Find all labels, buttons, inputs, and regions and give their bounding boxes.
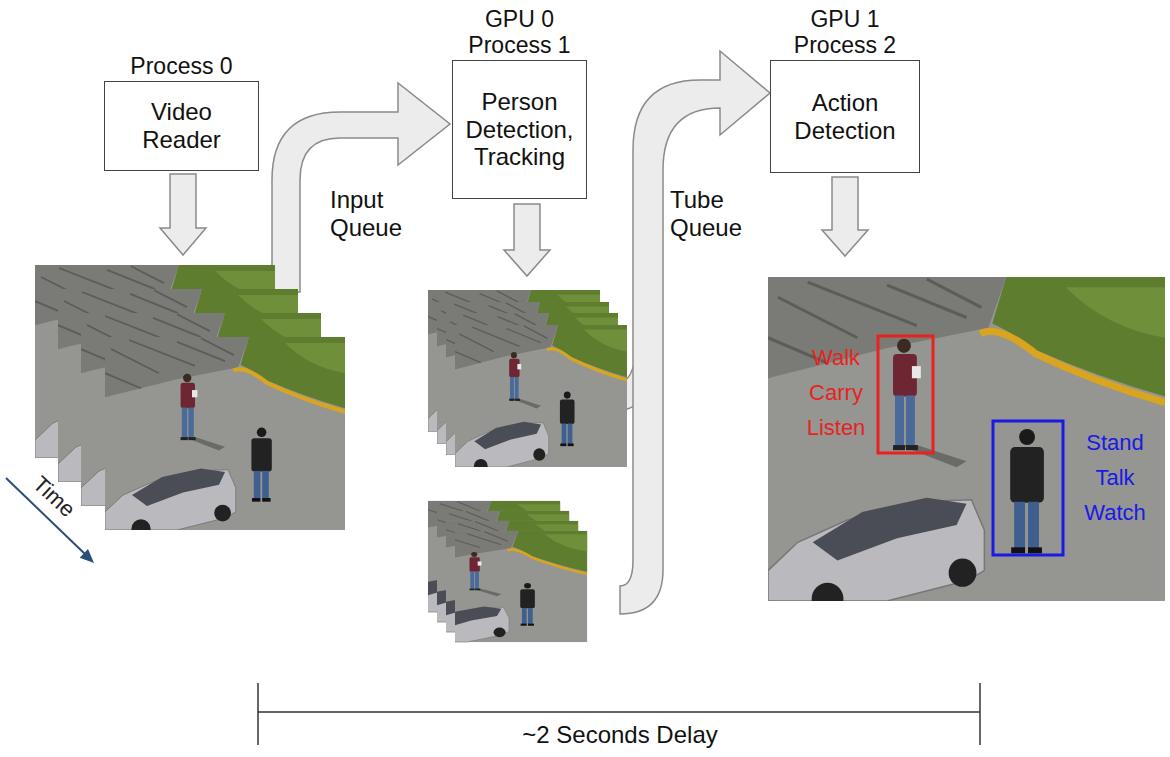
tracked-frame-stack [428, 290, 627, 473]
process-box: Person Detection, Tracking [452, 60, 587, 199]
process-label: Process 0 [104, 53, 259, 81]
queue-label: Input Queue [330, 186, 420, 241]
time-arrowhead [80, 549, 94, 563]
delay-bracket-end [257, 683, 259, 745]
output-arrow [822, 177, 868, 256]
frame-image [768, 277, 1165, 615]
frame-image [455, 325, 627, 473]
video-frame [415, 531, 587, 647]
process-box: Action Detection [770, 60, 920, 173]
video-frame [455, 325, 627, 473]
blue-bounding-box [993, 421, 1063, 555]
process-node: Process 0Video Reader [104, 53, 259, 171]
red-bounding-box [878, 336, 933, 453]
delay-bracket [258, 711, 980, 713]
process-node: GPU 0 Process 1Person Detection, Trackin… [452, 6, 587, 199]
action-label: Stand Talk Watch [1074, 425, 1156, 530]
frame-image [105, 337, 345, 538]
input-frame-stack [35, 265, 345, 538]
tube-queue-arrow [620, 51, 770, 614]
queue-label: Tube Queue [670, 186, 760, 241]
process-node: GPU 1 Process 2Action Detection [770, 6, 920, 173]
delay-bracket-end [979, 683, 981, 745]
process-label: GPU 0 Process 1 [452, 6, 587, 60]
process-label: GPU 1 Process 2 [770, 6, 920, 60]
frame-image [415, 531, 587, 647]
action-label: Walk Carry Listen [797, 340, 875, 445]
video-frame [105, 337, 345, 538]
process-box: Video Reader [104, 81, 259, 171]
delay-label: ~2 Seconds Delay [470, 721, 770, 749]
output-arrow [504, 204, 550, 276]
input-queue-arrow [272, 83, 450, 292]
result-frame [768, 277, 1165, 615]
output-arrow [160, 174, 206, 255]
tube-frame-stack [388, 501, 587, 647]
